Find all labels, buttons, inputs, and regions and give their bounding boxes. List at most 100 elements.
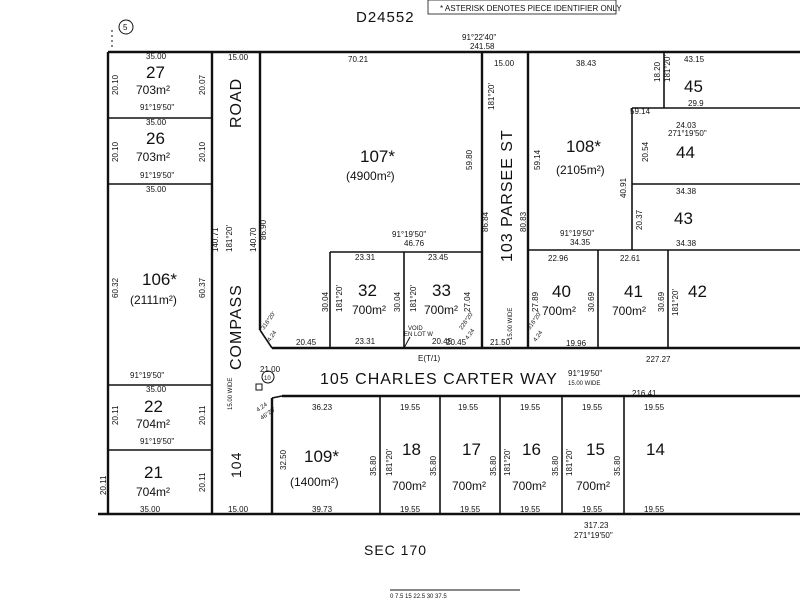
- lot-17-bottom: 19.55: [460, 505, 481, 514]
- lot-22-area: 704m²: [136, 417, 170, 431]
- lot-32-number: 32: [358, 281, 377, 300]
- circled-reference: 5: [123, 23, 128, 32]
- road-north-total: 227.27: [646, 355, 671, 364]
- lot-109-left: 32.50: [279, 449, 288, 470]
- lot-109-bottom: 39.73: [312, 505, 333, 514]
- lot-14-top: 19.55: [644, 403, 665, 412]
- lot-17-top: 19.55: [458, 403, 479, 412]
- lot-22: 35.00 22 704m² 91°19'50" 20.11 20.11: [111, 385, 207, 446]
- void-sublabel: EN LOT W: [404, 332, 433, 338]
- lots-40-41-42: 22.96 27.89 40 700m² 30.69 19.96 22.61 4…: [531, 250, 707, 364]
- lot-21-bottom: 35.00: [140, 505, 161, 514]
- lot-44-top: 24.03: [676, 121, 697, 130]
- lot-106-area: (2111m²): [130, 293, 177, 307]
- asterisk-note: * ASTERISK DENOTES PIECE IDENTIFIER ONLY: [440, 4, 622, 13]
- lot-22-number: 22: [144, 397, 163, 416]
- lot-26-number: 26: [146, 129, 165, 148]
- lot-22-bearing: 91°19'50": [140, 437, 174, 446]
- lot-17: 19.55 17 700m² 35.80 19.55: [452, 403, 498, 514]
- lot-32-area: 700m²: [352, 303, 386, 317]
- lot-22-right: 20.11: [198, 405, 207, 425]
- charles-carter-width: 15.00 WIDE: [568, 381, 600, 387]
- corner-bearing-1: 316°20': [261, 311, 278, 331]
- lot-45-left: 18.20: [653, 61, 662, 82]
- lot-15-top: 19.55: [582, 403, 603, 412]
- lot-33-bearing: 181°20': [409, 285, 418, 312]
- lot-107-right: 59.80: [465, 149, 474, 170]
- compass-road-width: 15.00 WIDE: [228, 378, 234, 410]
- corner-chord-2: 4.24: [465, 328, 477, 342]
- boundary-lines: [98, 50, 800, 516]
- lot-15-number: 15: [586, 440, 605, 459]
- lot-18-right: 35.80: [429, 455, 438, 476]
- lot-106-top: 35.00: [146, 185, 167, 194]
- lot-32-top: 23.31: [355, 253, 376, 262]
- lot-26-bearing: 91°19'50": [140, 171, 174, 180]
- lot-43-bottom: 34.38: [676, 239, 697, 248]
- compass-road-bottom-width: 15.00: [228, 505, 249, 514]
- lot-26: 35.00 26 703m² 91°19'50" 20.10 20.10: [111, 118, 207, 180]
- lot-109-area: (1400m²): [290, 475, 339, 489]
- lot-18-bottom: 19.55: [400, 505, 421, 514]
- lot-27-number: 27: [146, 63, 165, 82]
- lot-18-bearing: 181°20': [385, 449, 394, 476]
- lot-107: 70.21 107* (4900m²) 59.80 91°19'50" 46.7…: [330, 55, 482, 253]
- compass-road-name-road: ROAD: [228, 78, 245, 128]
- lot-22-left: 20.11: [111, 405, 120, 425]
- lot-18: 19.55 18 181°20' 700m² 35.80 19.55: [385, 403, 438, 514]
- corner-dimension-parsee: 20.45: [446, 338, 467, 347]
- parsee-top-width: 15.00: [494, 59, 515, 68]
- lot-14-number: 14: [646, 440, 665, 459]
- lot-15-bottom: 19.55: [582, 505, 603, 514]
- lot-108-number: 108*: [566, 137, 601, 156]
- lot-32-right: 30.04: [393, 291, 402, 312]
- west-lots: 35.00 27 703m² 91°19'50" 20.10 20.07 35.…: [99, 52, 212, 514]
- lot-40-area: 700m²: [542, 304, 576, 318]
- lot-17-area: 700m²: [452, 479, 486, 493]
- lot-40-bottom: 19.96: [566, 339, 587, 348]
- south-lots: 36.23 109* (1400m²) 32.50 35.80 39.73 19…: [279, 396, 665, 514]
- lot-16-right: 35.80: [551, 455, 560, 476]
- lot-41-area: 700m²: [612, 304, 646, 318]
- compass-road-top-width: 15.00: [228, 53, 249, 62]
- lot-18-area: 700m²: [392, 479, 426, 493]
- lot-42-number: 42: [688, 282, 707, 301]
- lot-27-top: 35.00: [146, 52, 167, 61]
- lot-108-bearing: 91°19'50": [560, 229, 594, 238]
- lot-27-area: 703m²: [136, 83, 170, 97]
- lot-106-left: 60.32: [111, 277, 120, 298]
- lot-21-left: 20.11: [99, 475, 108, 495]
- lot-43-number: 43: [674, 209, 693, 228]
- lot-33-area: 700m²: [424, 303, 458, 317]
- compass-road-west-length: 140.71: [211, 227, 220, 252]
- lot-44-bottom: 34.38: [676, 187, 697, 196]
- lot-107-number: 107*: [360, 147, 395, 166]
- corner-truncation-1: [259, 329, 273, 349]
- parsee-street: 15.00 181°20' 103 PARSEE ST 86.84 80.83 …: [481, 59, 528, 340]
- lot-40-left: 27.89: [531, 291, 540, 312]
- lot-32-bottom: 23.31: [355, 337, 376, 346]
- road-reference-icon: [261, 370, 275, 384]
- lot-106-right: 60.37: [198, 277, 207, 298]
- lot-17-number: 17: [462, 440, 481, 459]
- lot-32-bearing: 181°20': [335, 285, 344, 312]
- lot-16-area: 700m²: [512, 479, 546, 493]
- compass-road: 15.00 ROAD COMPASS 104 140.71 181°20' 14…: [211, 53, 268, 514]
- lot-33-bottom: 20.45: [432, 337, 453, 346]
- bottom-bearing: 271°19'50": [574, 531, 613, 540]
- lot-41-right: 30.69: [657, 291, 666, 312]
- lot-45-number: 45: [684, 77, 703, 96]
- note-box: [427, 0, 617, 15]
- lot-108-top: 38.43: [576, 59, 597, 68]
- lot-27-left: 20.10: [111, 74, 120, 95]
- charles-carter-bearing: 91°19'50": [568, 369, 602, 378]
- lot-33-number: 33: [432, 281, 451, 300]
- lot-16-number: 16: [522, 440, 541, 459]
- parsee-east-length: 80.83: [519, 211, 528, 232]
- lot-33-right: 27.04: [463, 291, 472, 312]
- lot-109-number: 109*: [304, 447, 339, 466]
- parsee-width: 15.00 WIDE: [508, 308, 514, 340]
- top-distance: 241.58: [470, 42, 495, 51]
- road-south-total: 216.41: [632, 389, 657, 398]
